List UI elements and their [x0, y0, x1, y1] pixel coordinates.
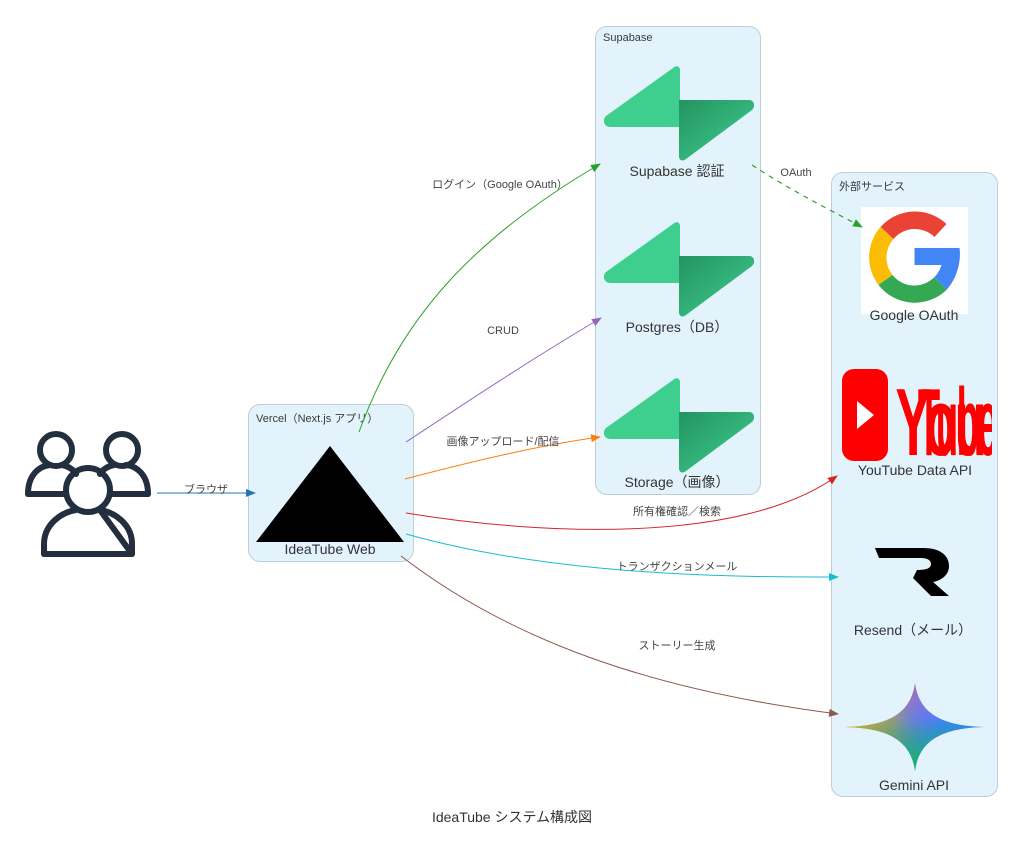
db-node-label: Postgres（DB） — [625, 319, 729, 335]
db-node[interactable] — [602, 222, 755, 317]
cluster-vercel-label: Vercel（Next.js アプリ） — [256, 413, 379, 425]
auth-node-label: Supabase 認証 — [629, 163, 725, 179]
youtube-node[interactable]: You Tube — [840, 367, 998, 476]
edge-label-upload: 画像アップロード/配信 — [446, 436, 560, 448]
cluster-supabase-label: Supabase — [603, 32, 653, 44]
edge-login[interactable] — [358, 163, 601, 433]
web-node-label: IdeaTube Web — [284, 541, 376, 557]
supabase-icon — [603, 222, 755, 317]
edge-label-login: ログイン（Google OAuth） — [432, 179, 568, 191]
auth-node[interactable] — [602, 66, 755, 161]
svg-text:You: You — [895, 369, 984, 463]
supabase-icon — [603, 378, 755, 473]
users-node[interactable] — [20, 428, 156, 560]
edge-label-oauth: OAuth — [780, 167, 812, 179]
edge-label-crud: CRUD — [487, 325, 519, 337]
web-node[interactable] — [256, 446, 404, 542]
edge-label-story: ストーリー生成 — [638, 640, 716, 652]
edge-story[interactable] — [400, 555, 839, 717]
resend-icon — [875, 548, 949, 596]
svg-text:Tube: Tube — [918, 369, 992, 463]
edge-label-mail: トランザクションメール — [616, 561, 738, 573]
cluster-external-label: 外部サービス — [839, 181, 905, 193]
google-node-label: Google OAuth — [869, 307, 959, 323]
resend-node-label: Resend（メール） — [853, 622, 973, 638]
edge-label-browser: ブラウザ — [184, 484, 228, 496]
supabase-icon — [603, 66, 755, 161]
resend-node[interactable] — [873, 546, 953, 598]
gemini-node[interactable] — [845, 683, 985, 771]
diagram-title: IdeaTube システム構成図 — [431, 809, 593, 825]
gemini-icon — [845, 683, 985, 771]
edge-label-ownership: 所有権確認／検索 — [633, 506, 721, 518]
storage-node-label: Storage（画像） — [624, 474, 730, 490]
users-icon — [25, 431, 151, 557]
youtube-icon: You Tube — [842, 369, 998, 476]
google-node[interactable] — [861, 207, 968, 314]
google-icon — [869, 211, 960, 303]
storage-node[interactable] — [602, 378, 755, 473]
vercel-triangle-icon — [256, 446, 404, 542]
youtube-node-label: YouTube Data API — [857, 462, 973, 478]
gemini-node-label: Gemini API — [878, 777, 950, 793]
